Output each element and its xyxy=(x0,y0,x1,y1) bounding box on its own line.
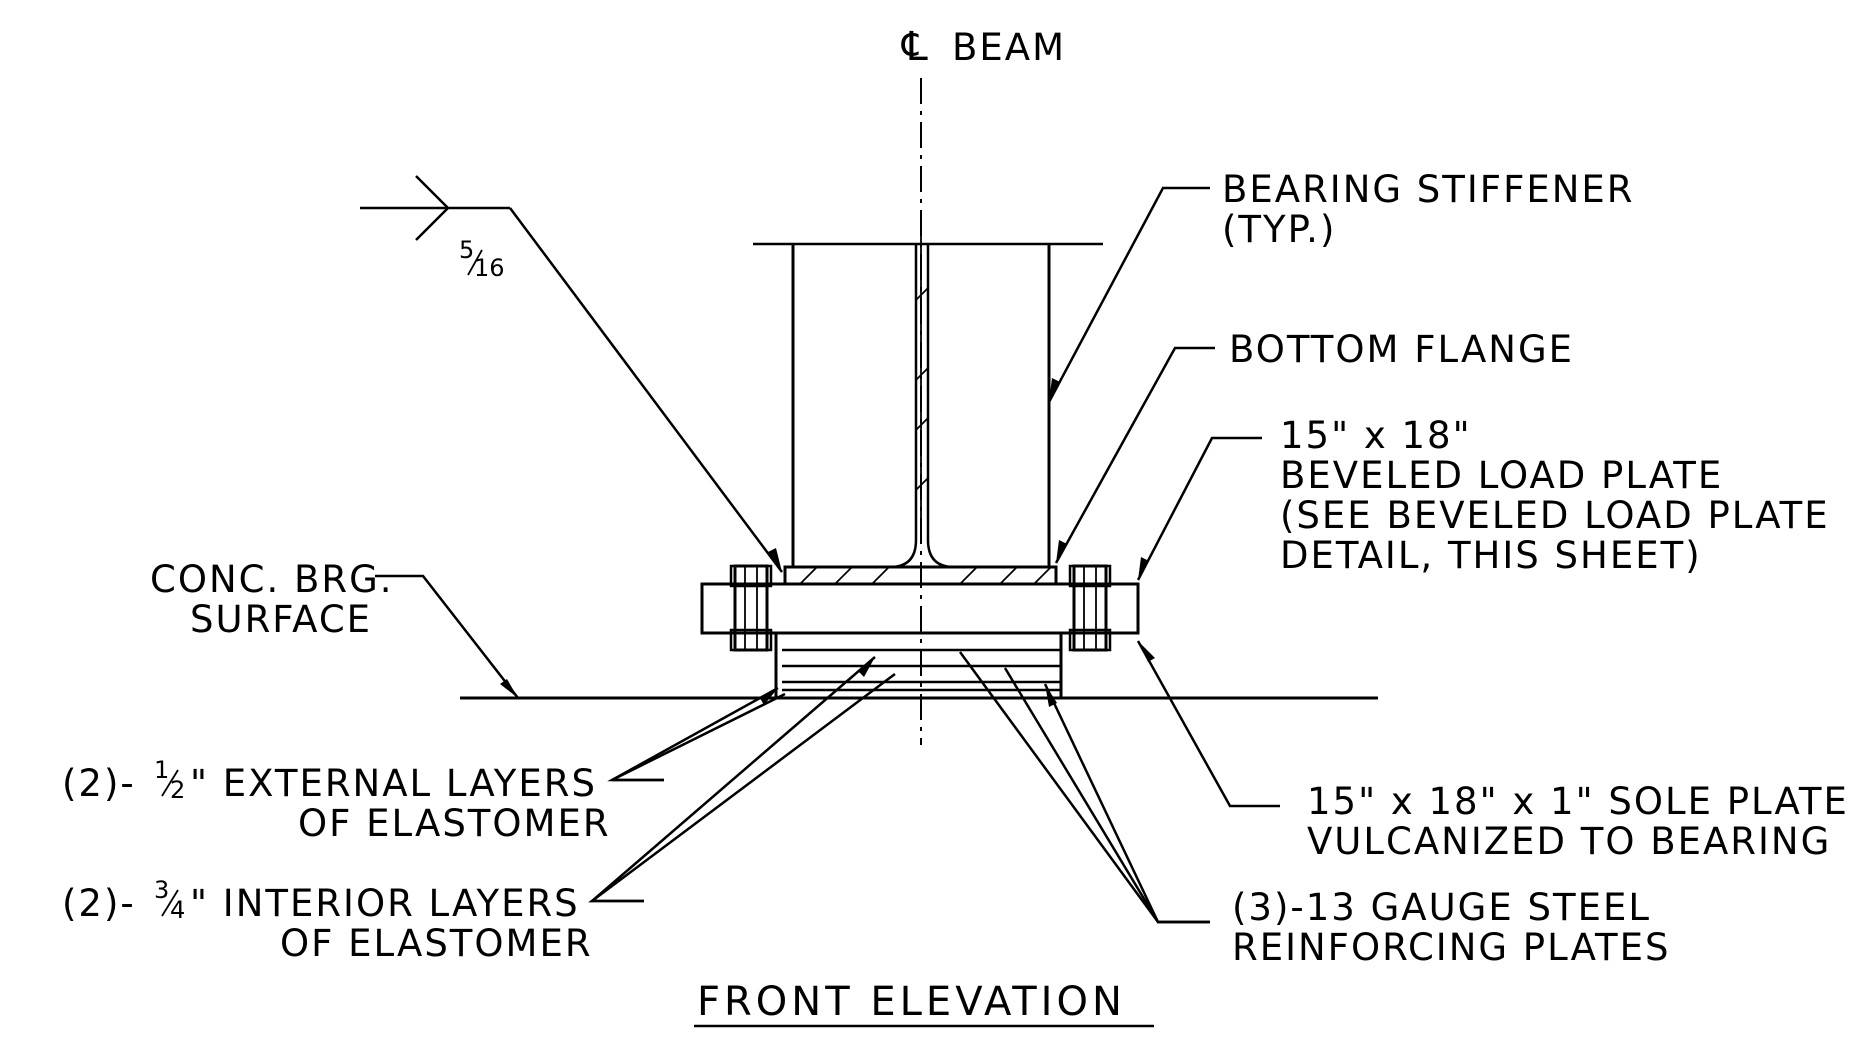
stiffener-label-line1: BEARING STIFFENER xyxy=(1222,168,1635,211)
centerline-symbol: ℄ xyxy=(901,24,930,70)
interior-layers-line2: OF ELASTOMER xyxy=(280,922,593,965)
external-layers-fraction-num: 1 xyxy=(154,756,169,784)
load-plate-label-line4: DETAIL, THIS SHEET) xyxy=(1280,534,1702,577)
interior-layers-prefix: (2)- xyxy=(62,882,136,925)
interior-layers-fraction-num: 3 xyxy=(154,876,169,904)
bottom-flange-label: BOTTOM FLANGE xyxy=(1229,328,1574,371)
callout-sole-plate: 15" x 18" x 1" SOLE PLATE VULCANIZED TO … xyxy=(1136,640,1849,863)
load-plate-label-line2: BEVELED LOAD PLATE xyxy=(1280,454,1723,497)
callout-bearing-stiffener: BEARING STIFFENER (TYP.) xyxy=(1047,168,1635,403)
interior-layers-fraction-den: 4 xyxy=(170,896,185,924)
callout-bottom-flange: BOTTOM FLANGE xyxy=(1054,328,1574,564)
anchor-bolt-right xyxy=(1068,564,1112,652)
reinforcing-label-line2: REINFORCING PLATES xyxy=(1232,926,1670,969)
centerline-beam-label: ℄ BEAM xyxy=(901,24,1066,70)
weld-symbol: 5 16 xyxy=(360,175,784,573)
weld-size-numerator: 5 xyxy=(459,236,474,264)
conc-surface-label-line2: SURFACE xyxy=(190,598,372,641)
drawing-title: FRONT ELEVATION xyxy=(694,979,1154,1028)
centerline-label: BEAM xyxy=(952,26,1066,69)
external-layers-rest: " EXTERNAL LAYERS xyxy=(190,762,597,805)
callout-conc-brg-surface: CONC. BRG. SURFACE xyxy=(150,558,519,699)
external-layers-line2: OF ELASTOMER xyxy=(298,802,611,845)
reinforcing-label-line1: (3)-13 GAUGE STEEL xyxy=(1232,886,1651,929)
callout-external-layers: (2)- 1 2 " EXTERNAL LAYERS OF ELASTOMER xyxy=(62,686,786,845)
sole-plate-label-line2: VULCANIZED TO BEARING xyxy=(1307,820,1831,863)
interior-layers-rest: " INTERIOR LAYERS xyxy=(190,882,580,925)
callout-load-plate: 15" x 18" BEVELED LOAD PLATE (SEE BEVELE… xyxy=(1136,414,1830,581)
external-layers-prefix: (2)- xyxy=(62,762,136,805)
stiffener-label-line2: (TYP.) xyxy=(1222,208,1336,251)
girder-section xyxy=(753,230,1103,569)
callout-interior-layers: (2)- 3 4 " INTERIOR LAYERS OF ELASTOMER xyxy=(62,656,896,965)
external-layers-fraction-den: 2 xyxy=(170,776,185,804)
weld-size-denominator: 16 xyxy=(474,254,505,282)
callout-reinforcing-plates: (3)-13 GAUGE STEEL REINFORCING PLATES xyxy=(958,651,1670,969)
drawing-title-text: FRONT ELEVATION xyxy=(697,979,1126,1025)
sole-plate-label-line1: 15" x 18" x 1" SOLE PLATE xyxy=(1307,780,1849,823)
load-plate-label-line1: 15" x 18" xyxy=(1280,414,1472,457)
load-plate-label-line3: (SEE BEVELED LOAD PLATE xyxy=(1280,494,1830,537)
conc-surface-label-line1: CONC. BRG. xyxy=(150,558,394,601)
anchor-bolt-left xyxy=(729,564,773,652)
